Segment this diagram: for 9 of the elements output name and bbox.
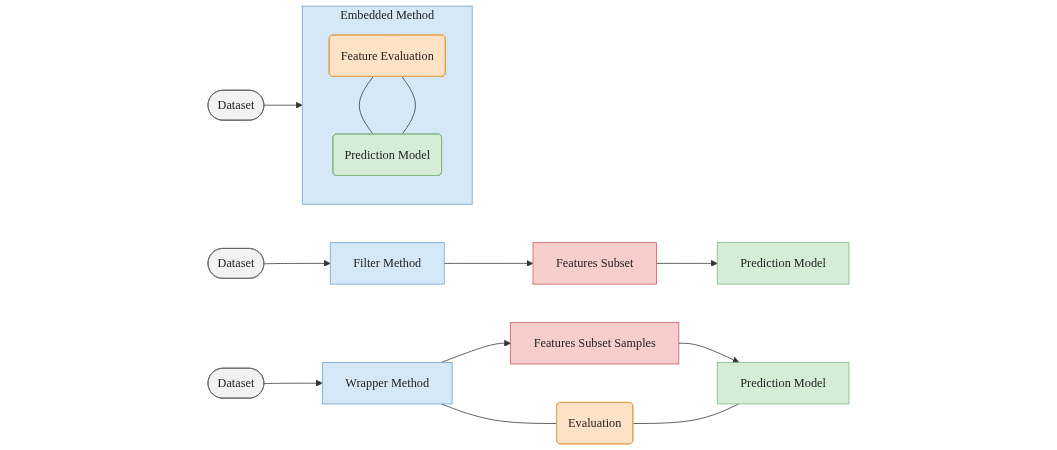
connector [358,76,374,135]
connector [401,76,416,135]
connector [632,403,740,424]
node-box: Features Subset [532,242,657,285]
node-box: Wrapper Method [321,362,453,405]
node-box: Filter Method [329,242,445,285]
node-box: Prediction Model [716,242,850,285]
node-box: Features Subset Samples [510,322,680,365]
node-box: Prediction Model [716,362,850,405]
